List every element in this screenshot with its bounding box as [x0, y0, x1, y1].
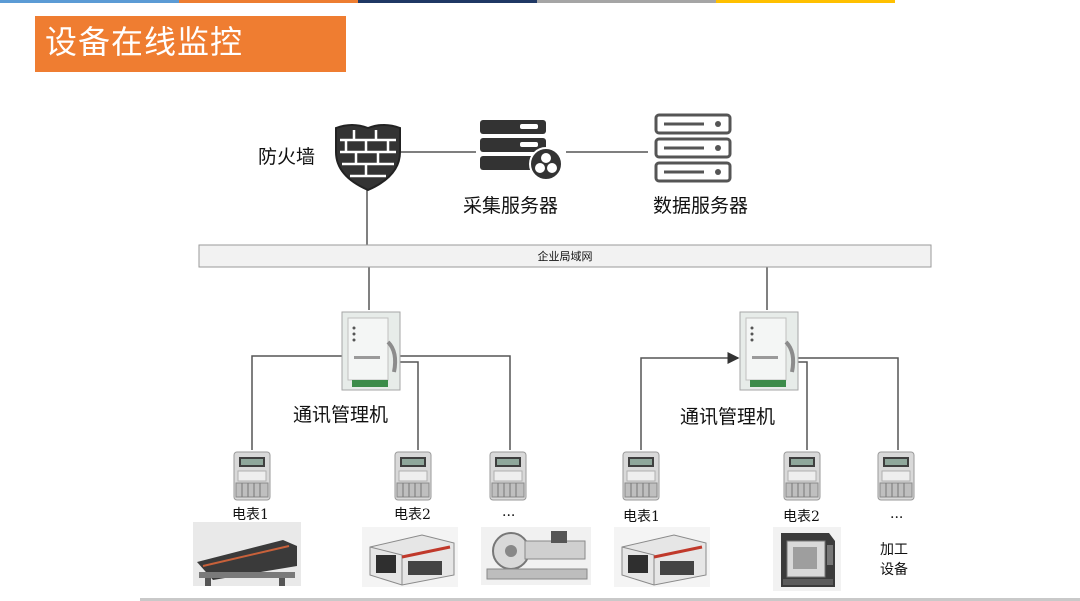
machining-center-image: [773, 527, 841, 591]
gateway-label-left: 通讯管理机: [293, 404, 389, 426]
lan-label: 企业局域网: [537, 250, 593, 263]
meter-label: 电表2: [783, 509, 820, 525]
lan-bar: [198, 244, 932, 268]
server-gear-icon: [480, 120, 563, 181]
meter-label: ...: [502, 504, 516, 520]
firewall-label: 防火墙: [258, 146, 316, 168]
meter-device: [394, 451, 432, 501]
top-accent-bar: [0, 0, 895, 3]
firewall-shield-icon: [335, 124, 401, 192]
meter-label: ...: [890, 506, 904, 522]
page-title: 设备在线监控: [45, 23, 244, 61]
meter-label: 电表1: [623, 509, 660, 525]
gateway-device-right: [738, 310, 800, 392]
industrial-machine-image: [193, 522, 301, 586]
meter-device: [877, 451, 915, 501]
lan-label-wrap: 企业局域网: [199, 245, 931, 267]
title-banner: 设备在线监控: [35, 16, 346, 72]
bottom-divider: [140, 598, 1080, 601]
meter-device: [489, 451, 527, 501]
meter-device: [783, 451, 821, 501]
collection-server-label: 采集服务器: [463, 195, 559, 217]
meter-label: 电表1: [232, 507, 269, 523]
data-server-label: 数据服务器: [653, 195, 749, 217]
meter-device: [233, 451, 271, 501]
cnc-lathe-image: [362, 527, 458, 587]
gateway-label-right: 通讯管理机: [680, 406, 776, 428]
equipment-text: 加工 设备: [880, 542, 908, 578]
meter-device: [622, 451, 660, 501]
large-lathe-image: [481, 527, 591, 585]
cnc-lathe-image: [614, 527, 710, 587]
gateway-device-left: [340, 310, 402, 392]
server-rack-icon: [654, 113, 732, 183]
meter-label: 电表2: [394, 507, 431, 523]
